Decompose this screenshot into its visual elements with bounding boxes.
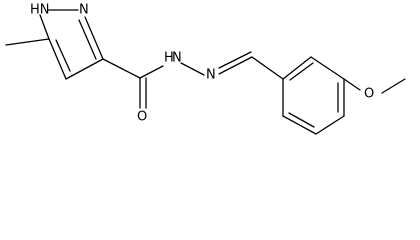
atom-label-n-pyrazole: N	[79, 3, 89, 18]
atom-label-o-carbonyl: O	[137, 110, 147, 125]
bond-n2-c3	[84, 16, 104, 60]
bond-n1-c5	[39, 14, 50, 40]
bond-c4-c5	[48, 38, 67, 80]
bond-n-ch	[218, 56, 253, 75]
atom-label-n-hydrazone: N	[172, 51, 182, 66]
bond-o-methyl	[381, 78, 406, 94]
bond-n-n	[180, 62, 205, 76]
bond-benzene-4	[315, 115, 345, 135]
bond-c3-c4	[65, 58, 104, 80]
bond-aryl-o	[343, 78, 361, 91]
atom-label-n-imine: N	[206, 68, 216, 83]
chemical-structure-diagram: HN N H N N O O	[5, 2, 406, 135]
bond-c4-c5-double	[55, 39, 71, 72]
molecule-drawing: HN N H N N O O	[5, 3, 406, 135]
bond-benzene-5-inner	[288, 112, 315, 128]
bond-n-ch-double	[218, 51, 252, 69]
atom-label-nh-pyrazole: HN	[30, 3, 50, 18]
bond-benzene-5	[282, 115, 317, 135]
bond-carbonyl-nh	[139, 65, 164, 79]
bond-ch-aryl	[251, 56, 284, 80]
bond-c5-methyl	[5, 38, 50, 46]
bond-benzene-1	[282, 56, 312, 80]
atom-label-o-methoxy: O	[364, 87, 374, 102]
bond-benzene-1-inner	[289, 62, 314, 81]
bond-n2-c3-double	[78, 19, 97, 60]
atom-label-h-hydrazone: H	[164, 51, 174, 66]
bond-benzene-2	[310, 56, 345, 80]
bond-c3-carbonyl-c	[102, 58, 141, 79]
